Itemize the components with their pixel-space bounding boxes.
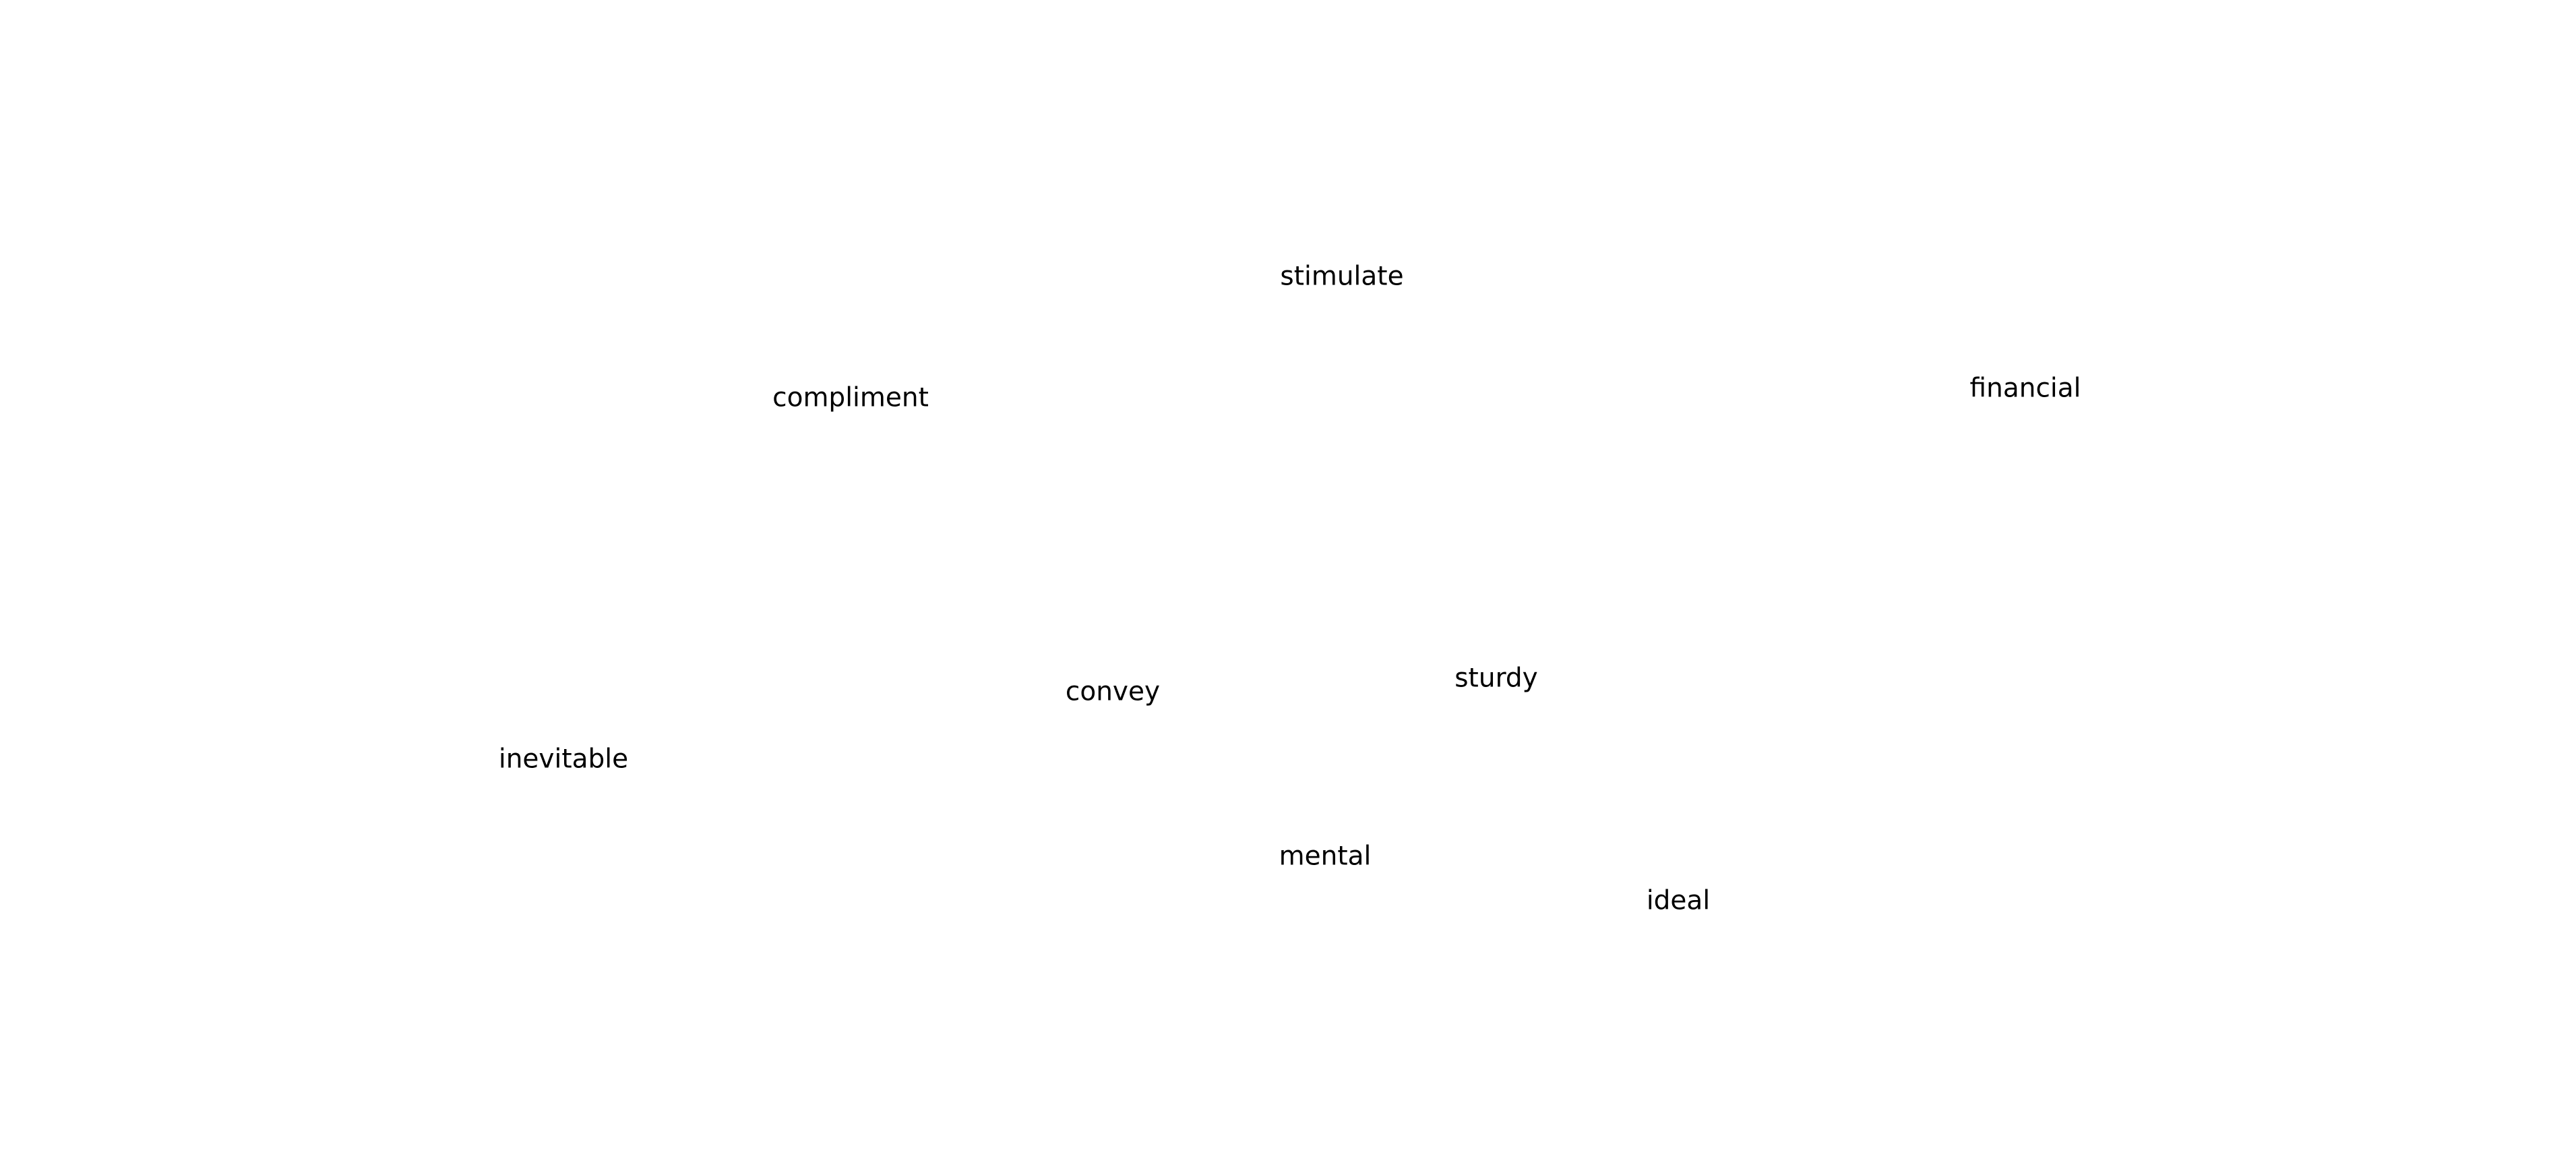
word-convey: convey: [1065, 676, 1161, 707]
word-stimulate: stimulate: [1280, 261, 1404, 292]
word-compliment: compliment: [772, 382, 929, 413]
word-mental: mental: [1279, 841, 1372, 872]
word-inevitable: inevitable: [498, 744, 629, 775]
word-ideal: ideal: [1646, 885, 1711, 916]
word-financial: financial: [1969, 373, 2081, 404]
word-sturdy: sturdy: [1454, 663, 1538, 694]
